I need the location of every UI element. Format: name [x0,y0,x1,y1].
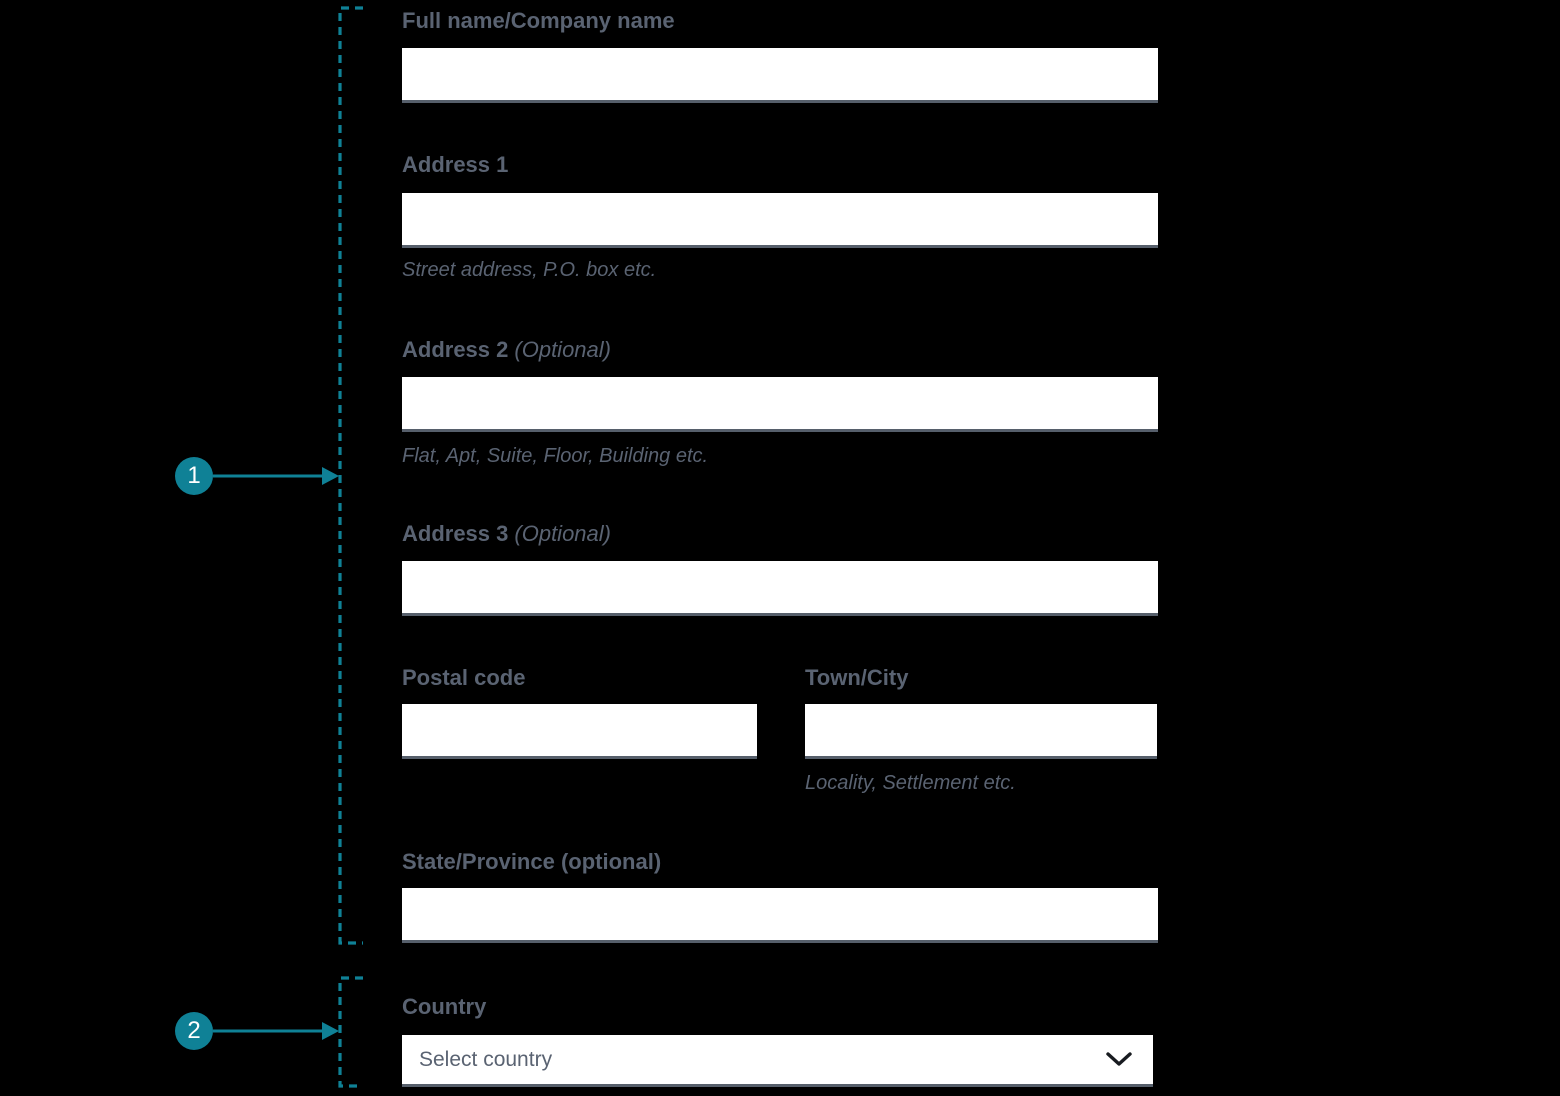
address3-optional-tag: (Optional) [514,521,611,546]
address1-input[interactable] [402,193,1158,248]
address3-input[interactable] [402,561,1158,616]
address1-label: Address 1 [402,152,509,177]
arrow-head-2 [322,1022,339,1040]
address2-input[interactable] [402,377,1158,432]
postal-code-input[interactable] [402,704,757,759]
arrow-head-1 [322,467,339,485]
address3-label: Address 3(Optional) [402,521,611,546]
marker-number: 1 [187,462,201,489]
town-city-helper-text: Locality, Settlement etc. [805,772,1016,794]
marker-number: 2 [187,1017,201,1044]
postal-code-label: Postal code [402,665,526,690]
bracket-address-group [338,6,363,945]
country-select[interactable]: Select country [402,1035,1153,1087]
full-name-label: Full name/Company name [402,8,675,33]
annotation-marker-2: 2 [175,1012,213,1050]
state-province-input[interactable] [402,888,1158,943]
chevron-down-icon [1106,1052,1132,1066]
annotation-marker-1: 1 [175,457,213,495]
address2-label: Address 2(Optional) [402,337,611,362]
address2-optional-tag: (Optional) [514,337,611,362]
address2-helper-text: Flat, Apt, Suite, Floor, Building etc. [402,445,709,467]
country-select-placeholder: Select country [419,1047,553,1071]
town-city-label: Town/City [805,665,909,690]
full-name-input[interactable] [402,48,1158,103]
bracket-country-group [338,976,363,1088]
address1-helper-text: Street address, P.O. box etc. [402,259,657,281]
town-city-input[interactable] [805,704,1157,759]
state-province-label: State/Province (optional) [402,849,662,874]
country-label: Country [402,994,487,1019]
